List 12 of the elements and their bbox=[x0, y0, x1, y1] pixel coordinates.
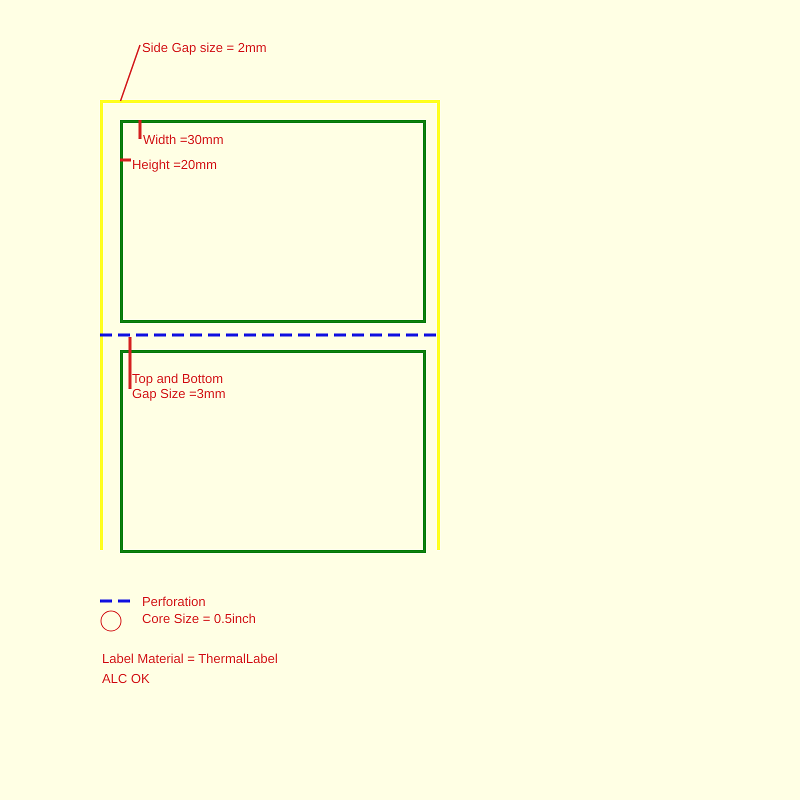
dimension-text: Width =30mm bbox=[143, 132, 224, 147]
dimension-text: Height =20mm bbox=[132, 157, 217, 172]
callout-text: Side Gap size = 2mm bbox=[142, 40, 267, 55]
label-outline bbox=[120, 120, 426, 323]
label-outline bbox=[120, 350, 426, 553]
legend-text: Perforation bbox=[142, 594, 206, 609]
legend-text: Core Size = 0.5inch bbox=[142, 611, 256, 626]
dimension-text: Top and Bottom Gap Size =3mm bbox=[132, 371, 227, 401]
label-liner bbox=[100, 100, 440, 550]
note-text: ALC OK bbox=[102, 671, 150, 686]
leader-line bbox=[120, 44, 141, 102]
note-text: Label Material = ThermalLabel bbox=[102, 651, 278, 666]
